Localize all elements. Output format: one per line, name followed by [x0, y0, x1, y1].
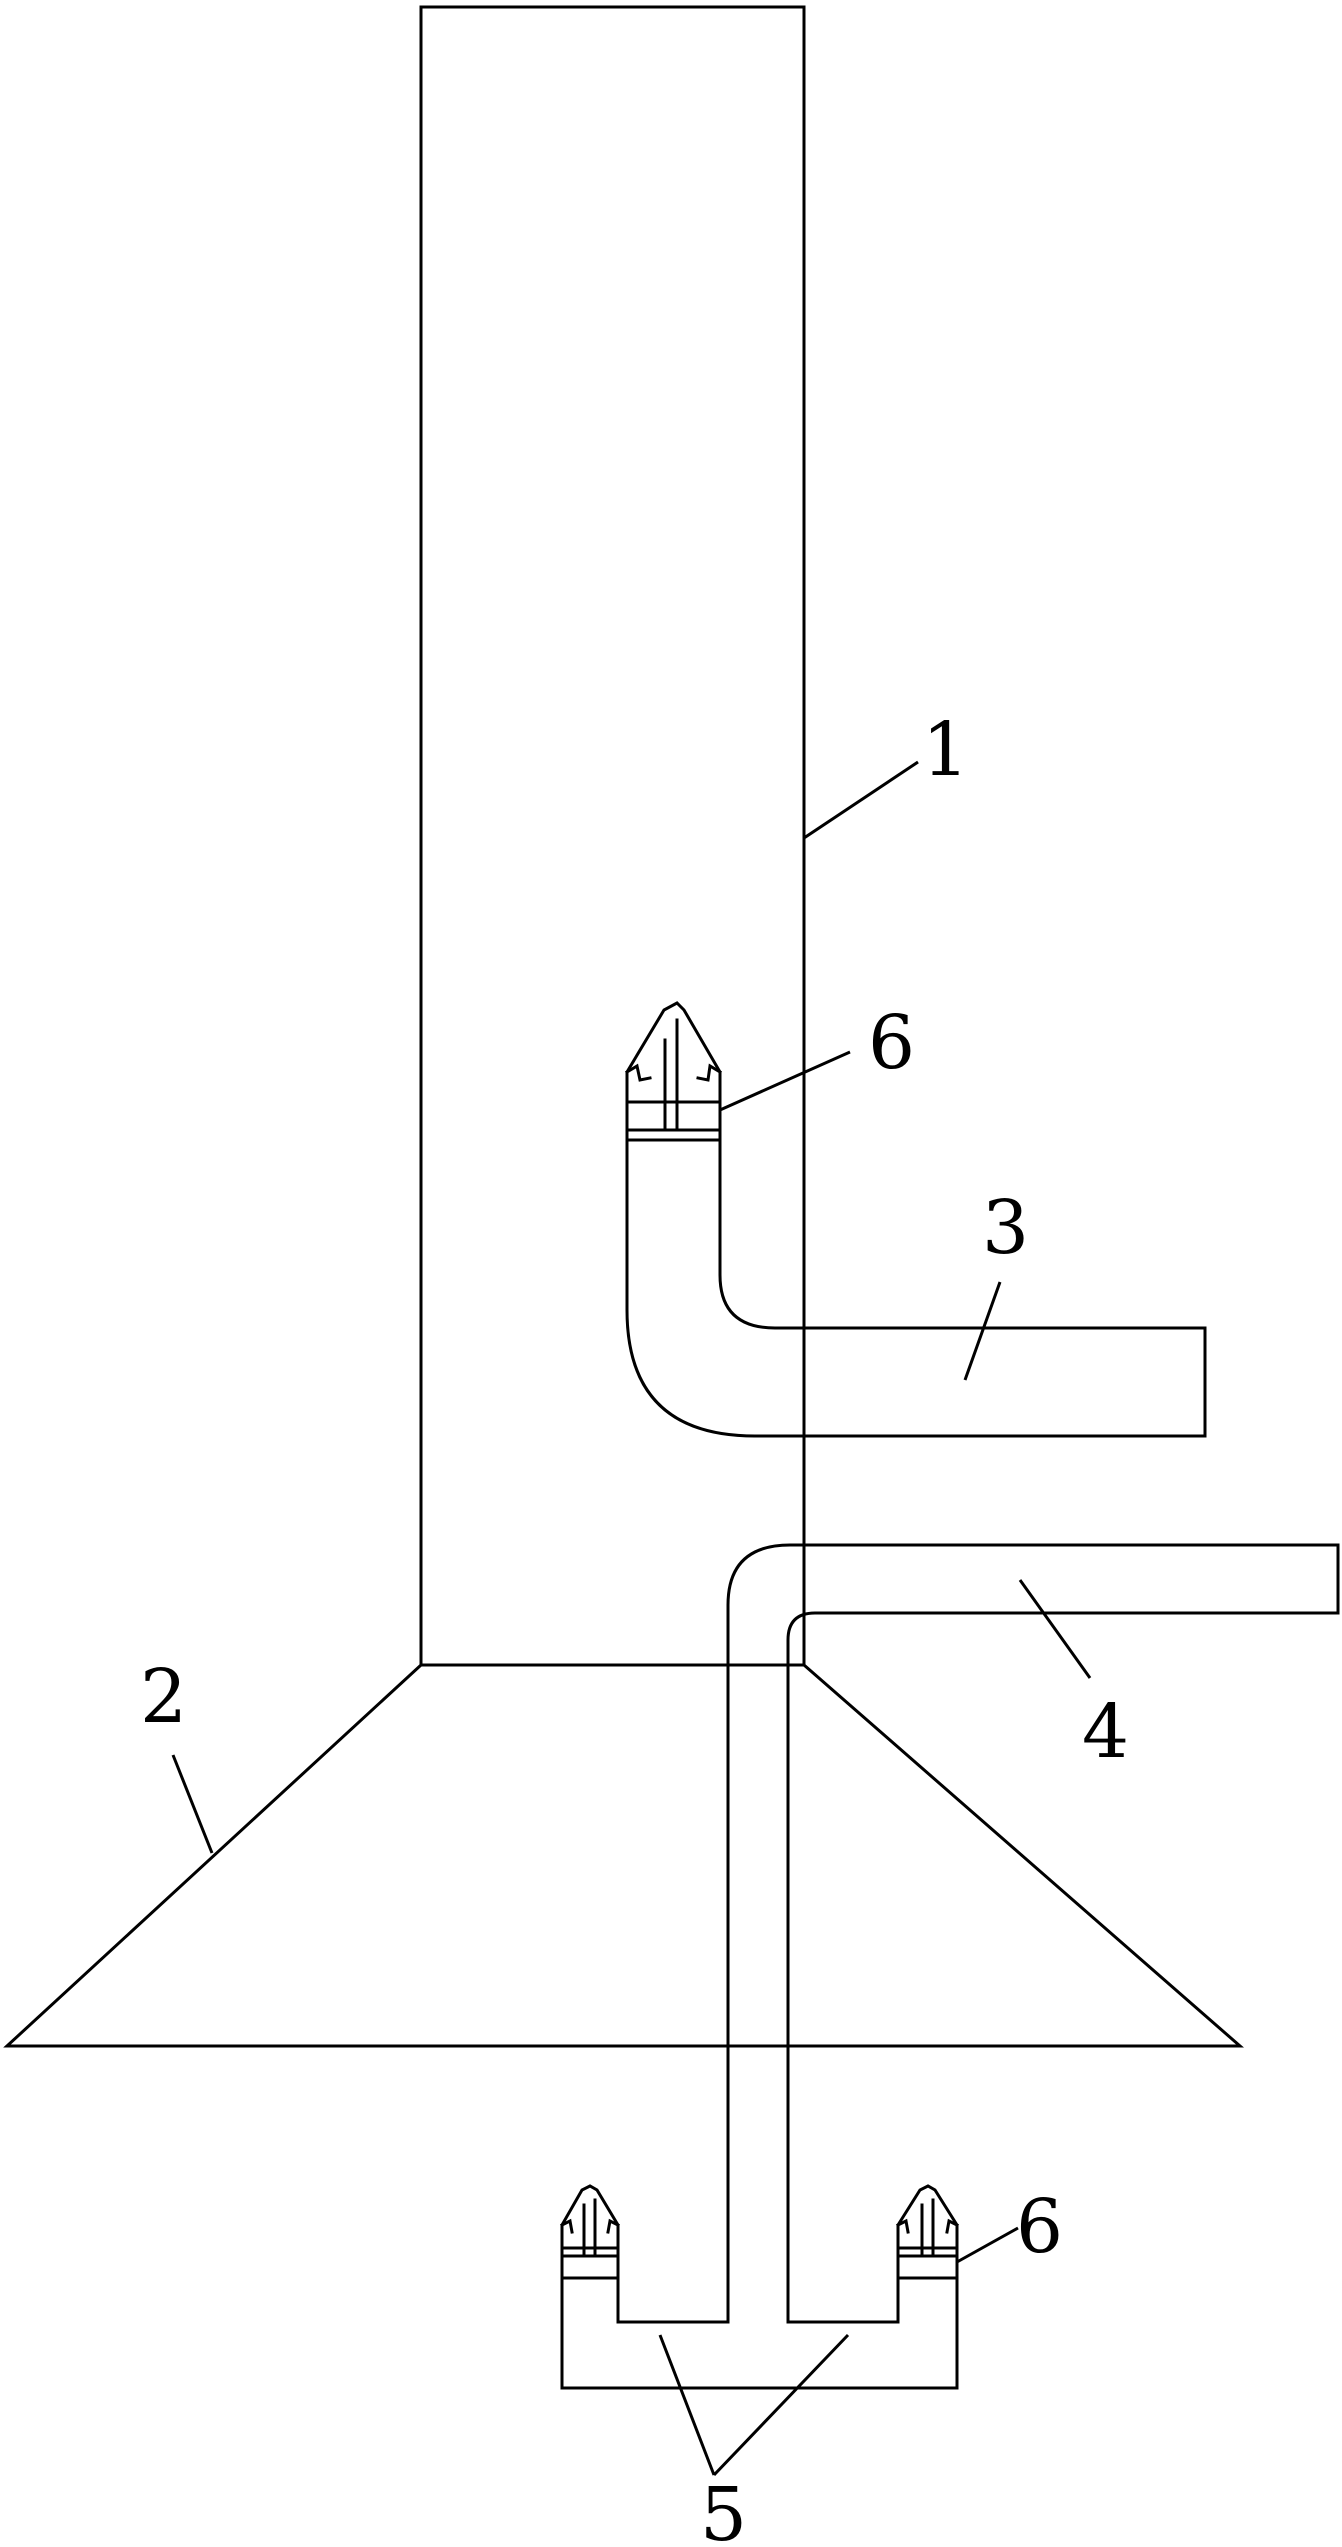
leader-6a [719, 1050, 851, 1112]
nozzle-bottom-left [559, 2184, 621, 2280]
label-6-upper: 6 [868, 1000, 915, 1086]
lower-bent-pipe [726, 1543, 1340, 2324]
leader-2 [171, 1754, 214, 1854]
label-6-lower: 6 [1016, 2184, 1063, 2270]
label-4: 4 [1082, 1689, 1129, 1775]
leader-6b [956, 2226, 1019, 2264]
label-1: 1 [922, 707, 969, 793]
label-3: 3 [982, 1185, 1029, 1271]
bottom-distributor [560, 2276, 959, 2390]
label-2: 2 [140, 1654, 187, 1740]
conical-hood [3, 1663, 1244, 2048]
leader-5b [712, 2333, 850, 2477]
label-5: 5 [700, 2472, 747, 2547]
column-body [419, 5, 806, 1667]
upper-bent-pipe [625, 1138, 1207, 1438]
leader-3 [963, 1281, 1002, 1381]
leader-4 [1018, 1579, 1092, 1679]
leader-1 [803, 760, 919, 840]
leader-5a [658, 2334, 716, 2476]
nozzle-upper [624, 1001, 723, 1142]
nozzle-bottom-right [895, 2184, 960, 2280]
